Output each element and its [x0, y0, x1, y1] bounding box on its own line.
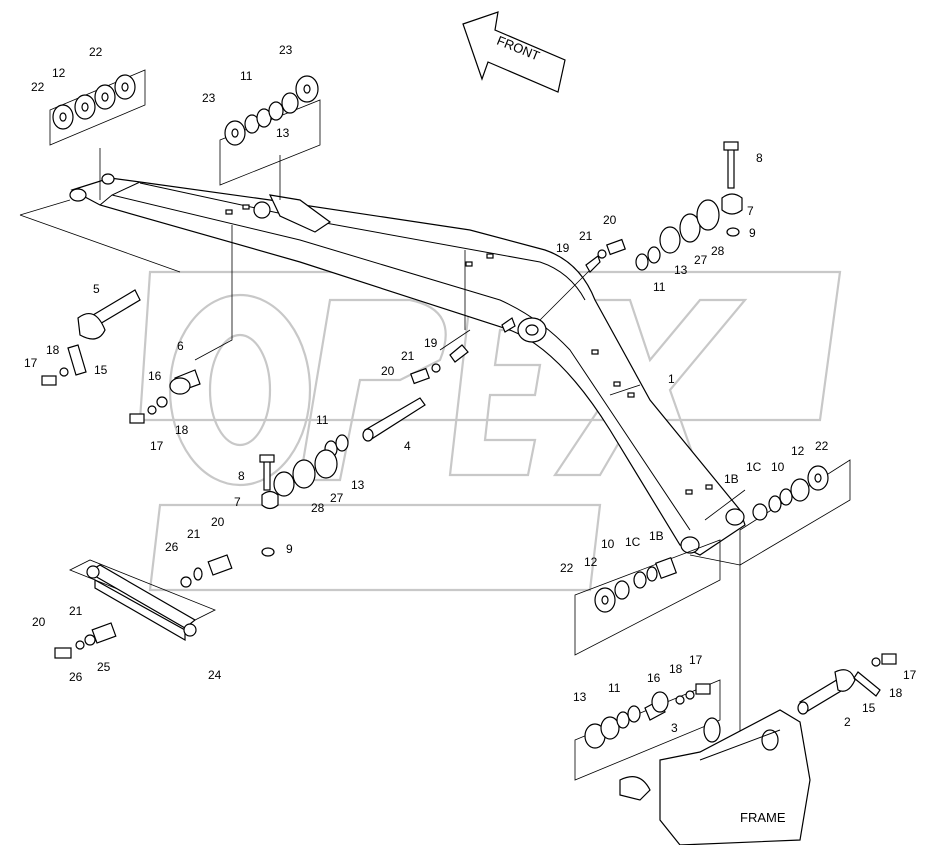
pin-3-assembly — [584, 683, 711, 749]
label-22: 22 — [89, 45, 103, 59]
label-20: 20 — [211, 515, 225, 529]
label-16: 16 — [647, 671, 661, 685]
label-11: 11 — [608, 681, 621, 695]
label-27: 27 — [330, 491, 344, 505]
label-20: 20 — [603, 213, 617, 227]
link-24-assembly — [54, 554, 233, 659]
label-8: 8 — [238, 469, 245, 483]
label-25: 25 — [97, 660, 111, 674]
frame-label: FRAME — [740, 810, 786, 825]
label-10: 10 — [771, 460, 785, 474]
label-9: 9 — [286, 542, 293, 556]
label-12: 12 — [584, 555, 598, 569]
label-13: 13 — [351, 478, 365, 492]
label-8: 8 — [756, 151, 763, 165]
label-1b: 1B — [649, 529, 664, 543]
label-11: 11 — [316, 413, 329, 427]
label-15: 15 — [94, 363, 108, 377]
label-15: 15 — [862, 701, 876, 715]
label-17: 17 — [24, 356, 38, 370]
part-labels: 1 1B 1B 1C 1C 2 3 4 5 6 7 7 8 8 9 9 10 1… — [24, 43, 917, 735]
shim-stack-top-right — [585, 141, 743, 273]
label-22: 22 — [815, 439, 829, 453]
label-17: 17 — [903, 668, 917, 682]
label-19: 19 — [424, 336, 438, 350]
shim-stack-bottom-right — [594, 465, 829, 613]
label-4: 4 — [404, 439, 411, 453]
frame — [619, 709, 811, 845]
label-27: 27 — [694, 253, 708, 267]
label-1b: 1B — [724, 472, 739, 486]
label-23: 23 — [202, 91, 216, 105]
label-1c: 1C — [746, 460, 762, 474]
opex-watermark — [138, 270, 842, 592]
label-13: 13 — [573, 690, 587, 704]
label-11: 11 — [240, 69, 253, 83]
label-7: 7 — [234, 495, 241, 509]
pin-2-assembly — [797, 653, 897, 715]
shim-stack-top-middle — [224, 75, 319, 146]
label-16: 16 — [148, 369, 162, 383]
label-21: 21 — [69, 604, 83, 618]
shim-stack-top-left — [52, 74, 136, 130]
label-20: 20 — [32, 615, 46, 629]
label-22: 22 — [560, 561, 574, 575]
label-18: 18 — [175, 423, 189, 437]
label-18: 18 — [669, 662, 683, 676]
label-21: 21 — [401, 349, 415, 363]
label-7: 7 — [747, 204, 754, 218]
label-22: 22 — [31, 80, 45, 94]
label-5: 5 — [93, 282, 100, 296]
leader-lines — [19, 148, 746, 740]
label-12: 12 — [791, 444, 805, 458]
label-18: 18 — [46, 343, 60, 357]
label-2: 2 — [844, 715, 851, 729]
label-24: 24 — [208, 668, 222, 682]
label-12: 12 — [52, 66, 66, 80]
label-26: 26 — [165, 540, 179, 554]
label-11: 11 — [653, 280, 666, 294]
boom — [69, 173, 746, 556]
label-13: 13 — [674, 263, 688, 277]
front-arrow: FRONT — [462, 11, 566, 93]
label-6: 6 — [177, 339, 184, 353]
label-26: 26 — [69, 670, 83, 684]
label-1c: 1C — [625, 535, 641, 549]
label-20: 20 — [381, 364, 395, 378]
label-17: 17 — [150, 439, 164, 453]
label-18: 18 — [889, 686, 903, 700]
pin-4-assembly — [259, 317, 516, 557]
label-19: 19 — [556, 241, 570, 255]
label-28: 28 — [311, 501, 325, 515]
label-21: 21 — [579, 229, 593, 243]
label-13: 13 — [276, 126, 290, 140]
label-28: 28 — [711, 244, 725, 258]
pin-5-assembly — [41, 289, 141, 386]
label-9: 9 — [749, 226, 756, 240]
label-17: 17 — [689, 653, 703, 667]
label-21: 21 — [187, 527, 201, 541]
label-3: 3 — [671, 721, 678, 735]
label-1: 1 — [668, 372, 675, 386]
label-10: 10 — [601, 537, 615, 551]
label-23: 23 — [279, 43, 293, 57]
pin-6-assembly — [129, 369, 201, 424]
